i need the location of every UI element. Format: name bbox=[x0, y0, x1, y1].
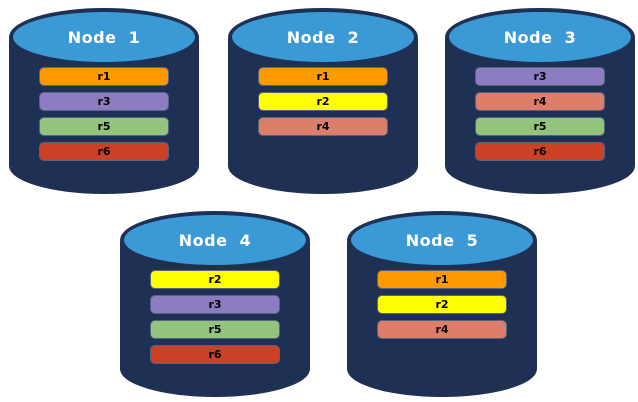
replica-label: r4 bbox=[533, 95, 547, 108]
replica-label: r5 bbox=[208, 323, 222, 336]
replica-bar: r4 bbox=[259, 118, 387, 135]
replica-bar: r2 bbox=[259, 93, 387, 110]
cylinder-top: Node 2 bbox=[228, 8, 418, 66]
replica-bar: r5 bbox=[40, 118, 168, 135]
cylinder-top: Node 3 bbox=[445, 8, 635, 66]
replica-label: r2 bbox=[208, 273, 222, 286]
replica-label: r1 bbox=[97, 70, 111, 83]
node-cylinder-2: Node 2 r1 r2 r4 bbox=[228, 8, 418, 194]
node-cylinder-5: Node 5 r1 r2 r4 bbox=[347, 211, 537, 397]
node-cylinder-1: Node 1 r1 r3 r5 r6 bbox=[9, 8, 199, 194]
replica-bar: r6 bbox=[40, 143, 168, 160]
node-cylinder-3: Node 3 r3 r4 r5 r6 bbox=[445, 8, 635, 194]
replica-label: r1 bbox=[435, 273, 449, 286]
replica-list: r1 r2 r4 bbox=[347, 271, 537, 338]
replica-label: r4 bbox=[316, 120, 330, 133]
replica-bar: r2 bbox=[378, 296, 506, 313]
node-title: Node 5 bbox=[405, 230, 479, 250]
replica-label: r5 bbox=[97, 120, 111, 133]
cylinder-top: Node 1 bbox=[9, 8, 199, 66]
replica-bar: r2 bbox=[151, 271, 279, 288]
replica-bar: r4 bbox=[378, 321, 506, 338]
replica-label: r6 bbox=[97, 145, 111, 158]
node-title: Node 4 bbox=[178, 230, 252, 250]
replica-bar: r6 bbox=[151, 346, 279, 363]
replica-label: r6 bbox=[208, 348, 222, 361]
replica-label: r2 bbox=[316, 95, 330, 108]
replica-label: r1 bbox=[316, 70, 330, 83]
replica-label: r3 bbox=[533, 70, 547, 83]
node-title: Node 1 bbox=[67, 27, 141, 47]
replica-list: r1 r2 r4 bbox=[228, 68, 418, 135]
replica-label: r5 bbox=[533, 120, 547, 133]
replica-label: r4 bbox=[435, 323, 449, 336]
replica-bar: r1 bbox=[378, 271, 506, 288]
node-cylinder-4: Node 4 r2 r3 r5 r6 bbox=[120, 211, 310, 397]
replica-bar: r3 bbox=[40, 93, 168, 110]
replica-bar: r5 bbox=[476, 118, 604, 135]
replica-list: r3 r4 r5 r6 bbox=[445, 68, 635, 160]
cylinder-top: Node 5 bbox=[347, 211, 537, 269]
replica-label: r3 bbox=[208, 298, 222, 311]
replica-bar: r3 bbox=[151, 296, 279, 313]
cylinder-top: Node 4 bbox=[120, 211, 310, 269]
replica-bar: r5 bbox=[151, 321, 279, 338]
replica-bar: r4 bbox=[476, 93, 604, 110]
node-title: Node 2 bbox=[286, 27, 360, 47]
replica-label: r6 bbox=[533, 145, 547, 158]
replica-bar: r1 bbox=[259, 68, 387, 85]
node-title: Node 3 bbox=[503, 27, 577, 47]
replica-bar: r6 bbox=[476, 143, 604, 160]
replica-bar: r1 bbox=[40, 68, 168, 85]
replica-list: r1 r3 r5 r6 bbox=[9, 68, 199, 160]
replica-bar: r3 bbox=[476, 68, 604, 85]
replica-list: r2 r3 r5 r6 bbox=[120, 271, 310, 363]
replica-label: r3 bbox=[97, 95, 111, 108]
replica-label: r2 bbox=[435, 298, 449, 311]
